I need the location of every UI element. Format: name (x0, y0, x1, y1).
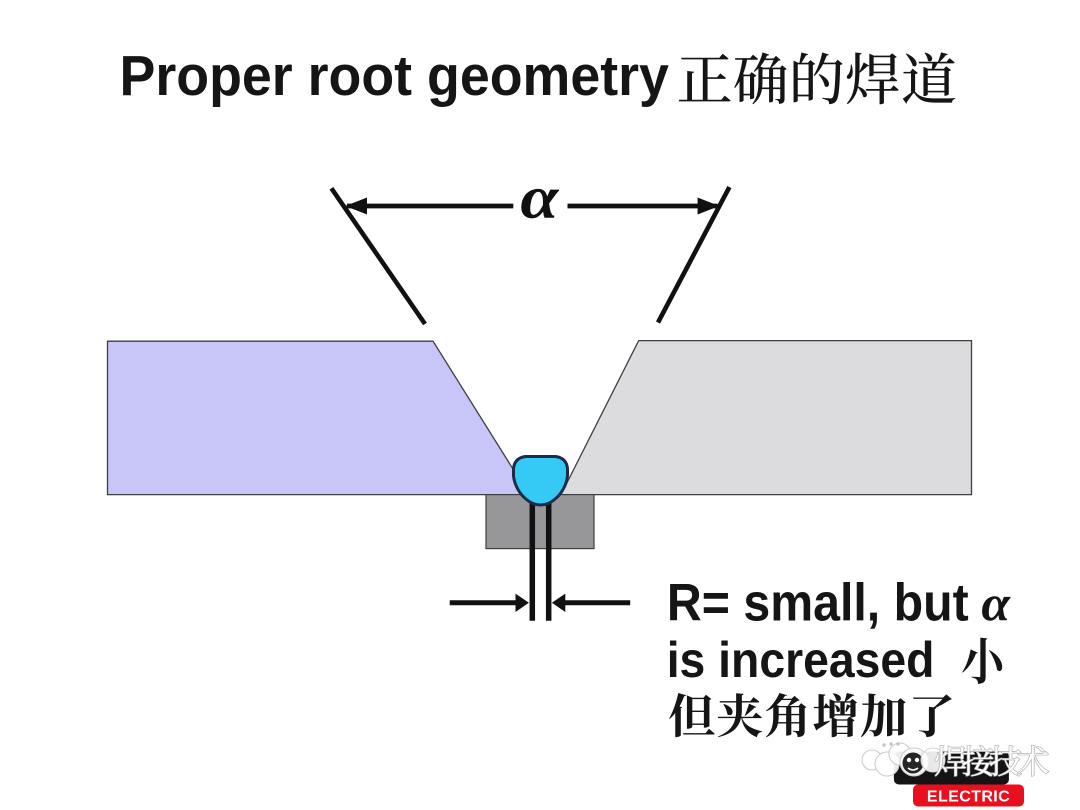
svg-text:ELECTRIC: ELECTRIC (927, 789, 1010, 806)
svg-text:is increased: is increased (667, 632, 935, 688)
svg-text:R= small, but: R= small, but (667, 574, 969, 633)
svg-text:Proper root geometry: Proper root geometry (120, 44, 670, 107)
